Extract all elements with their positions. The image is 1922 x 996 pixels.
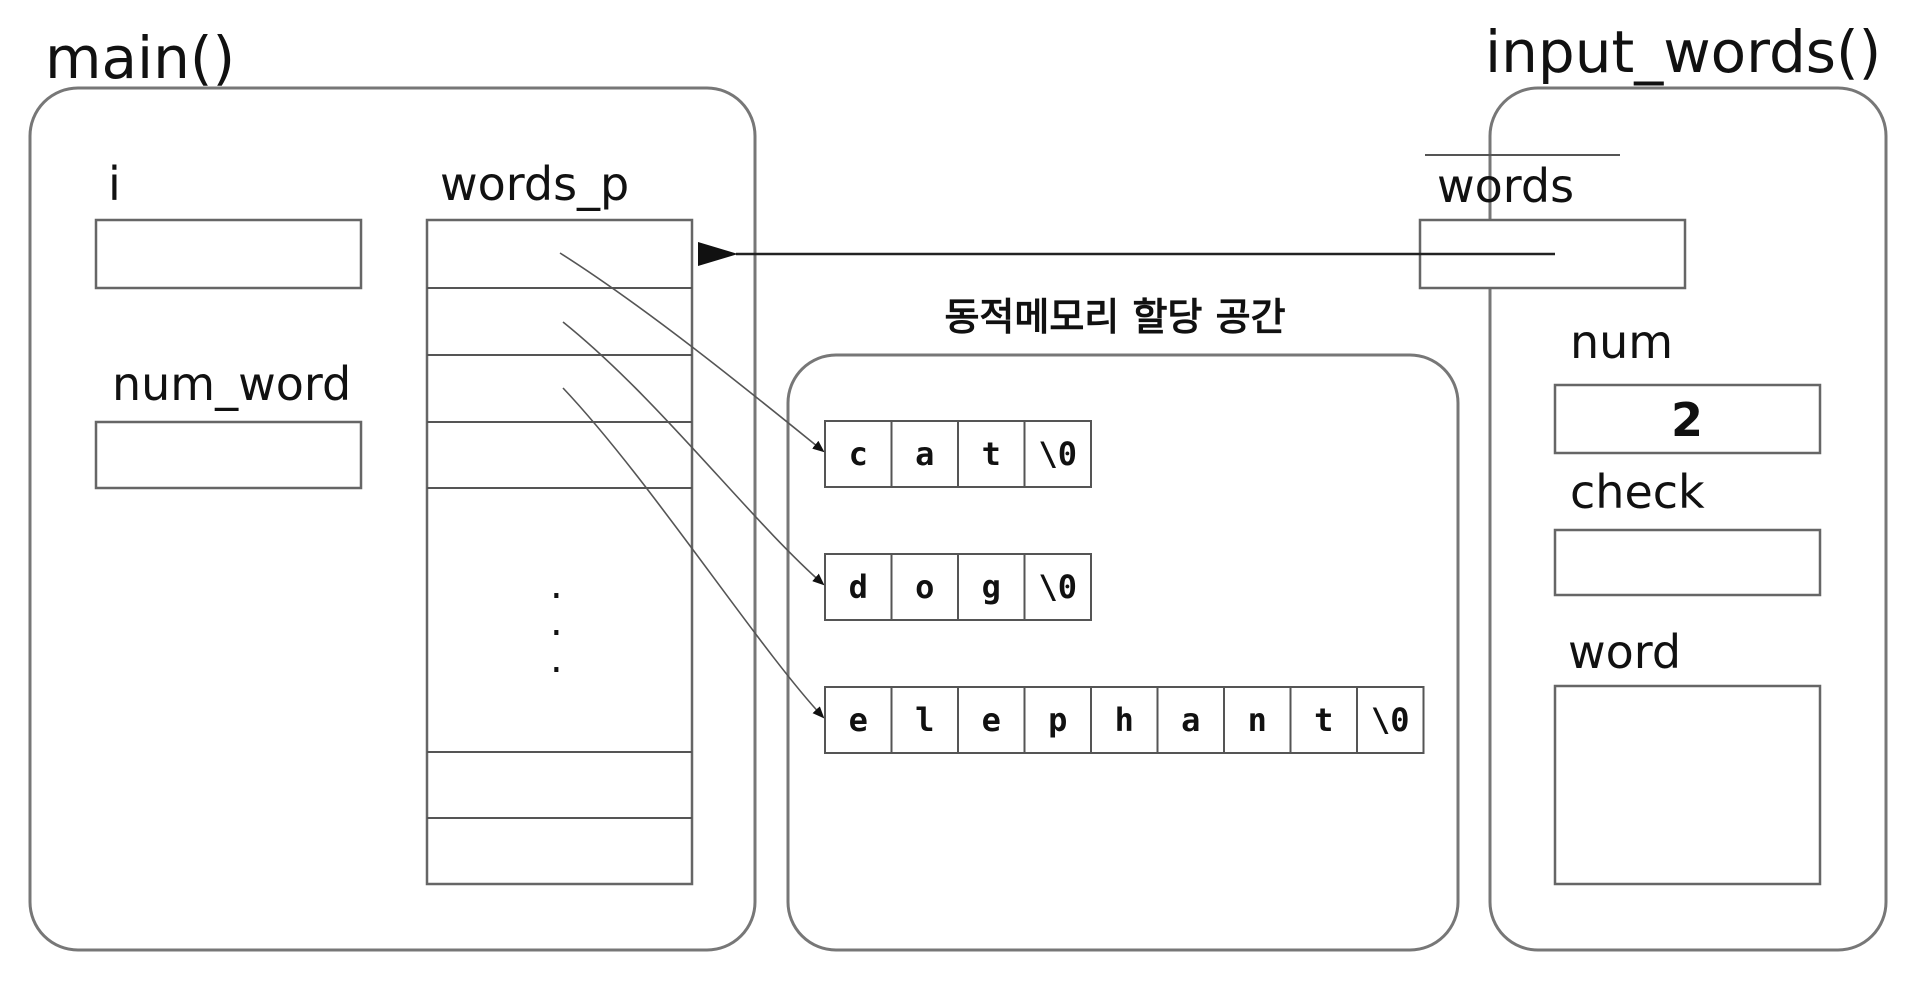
ellipsis-dot: .	[550, 562, 563, 608]
arrow-words-p-0-to-cat	[559, 252, 825, 453]
var-box-word	[1553, 684, 1822, 886]
char-cell-text: d	[849, 568, 868, 606]
char-cell	[824, 553, 893, 621]
var-label-num: num	[1570, 315, 1673, 369]
main-frame	[28, 86, 757, 952]
words-p-array	[425, 218, 694, 886]
arrow-words-p-1-to-dog	[562, 321, 825, 586]
char-cell	[1023, 553, 1092, 621]
char-cell-text: t	[1314, 701, 1333, 739]
heap-frame-title: 동적메모리 할당 공간	[944, 295, 1285, 339]
char-cell-text: \0	[1371, 701, 1410, 739]
char-cell-text: a	[915, 435, 934, 473]
char-cell-text: e	[849, 701, 868, 739]
heap-string-cat: c a t \0	[824, 420, 1092, 488]
char-cell-text: \0	[1038, 568, 1077, 606]
char-cell-text: t	[982, 435, 1001, 473]
char-cell	[957, 420, 1026, 488]
char-cell	[1156, 686, 1225, 754]
var-label-word: word	[1568, 625, 1681, 679]
var-label-check: check	[1570, 465, 1705, 519]
heap-frame	[786, 353, 1460, 952]
char-cell-text: p	[1048, 701, 1067, 739]
char-cell-text: a	[1181, 701, 1200, 739]
input-words-frame-title: input_words()	[1485, 18, 1881, 86]
char-cell-text: l	[915, 701, 934, 739]
char-cell	[1289, 686, 1358, 754]
main-frame-title: main()	[45, 24, 235, 92]
var-box-num	[1553, 383, 1822, 455]
var-box-check	[1553, 528, 1822, 597]
char-cell	[824, 420, 893, 488]
char-cell	[890, 553, 959, 621]
char-cell-text: h	[1115, 701, 1134, 739]
char-cell-text: g	[982, 568, 1001, 606]
words-p-array-outline	[425, 218, 694, 886]
heap-string-dog: d o g \0	[824, 553, 1092, 621]
char-cell-text: c	[849, 435, 868, 473]
char-cell-text: n	[1248, 701, 1267, 739]
char-cell	[1023, 686, 1092, 754]
var-label-words-p: words_p	[440, 157, 629, 211]
heap-string-elephant: e l e p h a n t \0	[824, 686, 1425, 754]
char-cell	[1090, 686, 1159, 754]
var-label-num-word: num_word	[112, 357, 351, 411]
ellipsis-dot: .	[550, 636, 563, 682]
char-cell	[957, 686, 1026, 754]
var-value-num: 2	[1671, 393, 1703, 447]
char-cell	[890, 686, 959, 754]
char-cell-text: o	[915, 568, 934, 606]
var-box-num-word	[94, 420, 363, 490]
var-label-i: i	[108, 157, 121, 211]
char-cell-text: e	[982, 701, 1001, 739]
char-cell	[957, 553, 1026, 621]
char-cell	[1223, 686, 1292, 754]
char-cell	[1023, 420, 1092, 488]
char-cell	[1356, 686, 1425, 754]
char-cell-text: \0	[1038, 435, 1077, 473]
ellipsis-dot: .	[550, 599, 563, 645]
arrow-words-p-2-to-elephant	[562, 387, 825, 719]
input-words-frame	[1488, 86, 1888, 952]
char-cell	[890, 420, 959, 488]
var-box-i	[94, 218, 363, 290]
var-label-words: words	[1437, 159, 1574, 213]
